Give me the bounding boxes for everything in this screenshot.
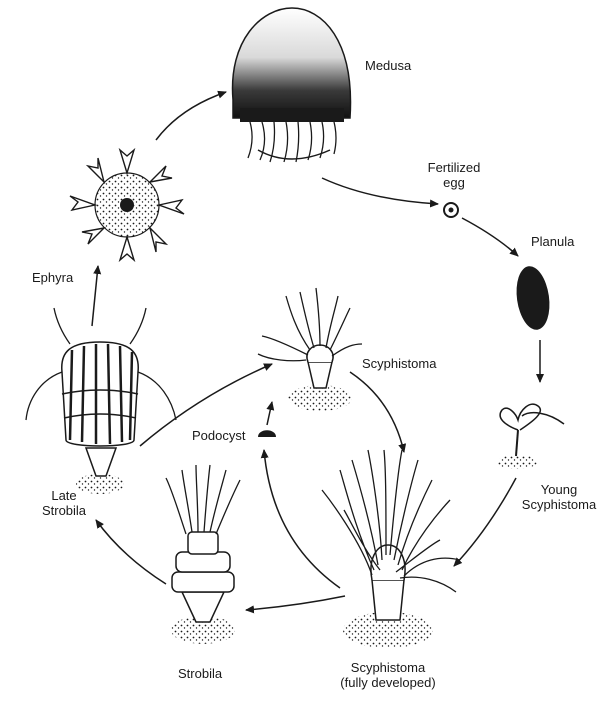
planula-drawing [513, 264, 554, 332]
arrow-podocyst-to-scyphistoma [267, 402, 272, 425]
arrow-strobila-to-late [96, 520, 166, 584]
label-planula: Planula [531, 234, 574, 249]
fertilized-egg-drawing [444, 203, 458, 217]
label-podocyst: Podocyst [192, 428, 245, 443]
arrow-medusa-to-egg [322, 178, 438, 204]
label-fertilized-egg-line1: Fertilized [423, 160, 485, 175]
ephyra-drawing [70, 150, 184, 260]
podocyst-drawing [258, 430, 276, 437]
arrow-late-to-ephyra [92, 266, 98, 326]
medusa-drawing [233, 8, 351, 162]
label-scyphistoma-full: Scyphistoma (fully developed) [318, 660, 458, 690]
young-scyphistoma-drawing [497, 404, 564, 469]
scyphistoma-drawing [258, 288, 362, 411]
label-young-scyphistoma-line2: Scyphistoma [507, 497, 611, 512]
strobila-drawing [166, 465, 240, 644]
arrow-scyphistoma-to-full [350, 372, 404, 452]
label-medusa: Medusa [365, 58, 411, 73]
label-scyphistoma: Scyphistoma [362, 356, 436, 371]
label-fertilized-egg: Fertilized egg [423, 160, 485, 190]
label-strobila: Strobila [178, 666, 222, 681]
label-young-scyphistoma: Young Scyphistoma [507, 482, 611, 512]
arrow-full-to-strobila [246, 596, 345, 610]
arrow-full-to-podocyst [264, 450, 340, 588]
label-late-strobila: Late Strobila [36, 488, 92, 518]
label-scyphistoma-full-line2: (fully developed) [318, 675, 458, 690]
label-late-strobila-line1: Late [36, 488, 92, 503]
label-late-strobila-line2: Strobila [36, 503, 92, 518]
late-strobila-drawing [26, 308, 176, 494]
label-ephyra: Ephyra [32, 270, 73, 285]
label-scyphistoma-full-line1: Scyphistoma [318, 660, 458, 675]
label-young-scyphistoma-line1: Young [507, 482, 611, 497]
arrow-egg-to-planula [462, 218, 518, 256]
label-fertilized-egg-line2: egg [423, 175, 485, 190]
arrow-ephyra-to-medusa [156, 92, 226, 140]
scyphistoma-full-drawing [322, 450, 460, 648]
